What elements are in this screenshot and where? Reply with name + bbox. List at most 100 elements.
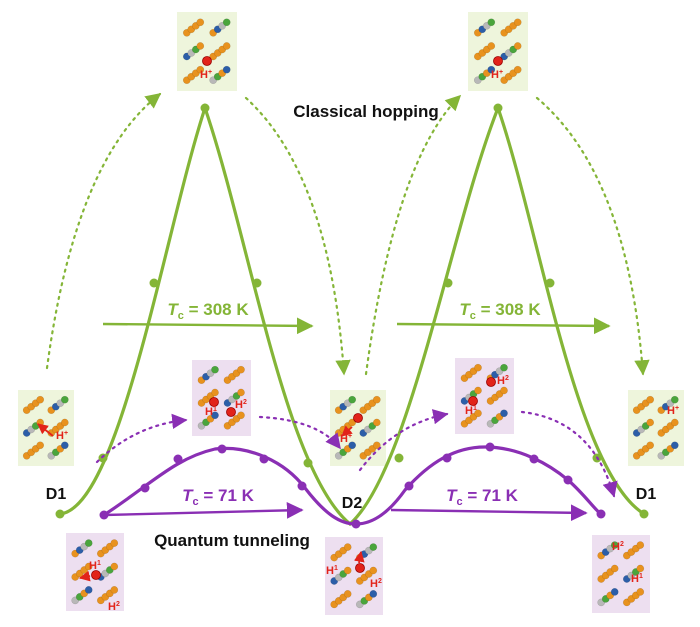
molecule-bead: [474, 409, 482, 418]
molecule-bead: [500, 363, 508, 372]
proton-icon: [493, 56, 503, 66]
molecule-bead: [670, 441, 679, 450]
proton-label: H1: [465, 405, 477, 417]
molecule-bead: [348, 441, 357, 450]
molecule-bead: [110, 539, 119, 547]
proton-icon: [468, 396, 478, 406]
quantum-curve-dots: [99, 442, 606, 529]
molecule-bead: [646, 395, 655, 404]
proton-label: H+: [56, 430, 68, 442]
proton-arrow-icon: [353, 550, 365, 564]
state-label-d2: D2: [342, 495, 363, 512]
proton-label: H2: [612, 541, 624, 553]
molecule-bead: [110, 562, 119, 571]
molecule-bead: [222, 18, 231, 27]
molecule-bead: [369, 543, 378, 551]
molecule-bead: [610, 541, 619, 549]
molecule-bead: [84, 562, 93, 571]
proton-label: H2: [235, 399, 247, 411]
state-label-d1-right: D1: [636, 486, 657, 503]
molecule-bead: [372, 395, 381, 404]
proton-label: H1: [326, 565, 338, 577]
molecule-bead: [372, 418, 381, 427]
proton-label: H+: [200, 69, 212, 81]
classical-direction-arrows: [102, 317, 611, 335]
molecule-bead: [211, 411, 219, 420]
molecule-bead: [237, 365, 245, 374]
molecule-bead: [513, 65, 522, 74]
molecule-bead: [670, 418, 679, 427]
molecule-bead: [474, 386, 482, 395]
molecule-bead: [487, 18, 496, 27]
molecule-bead: [646, 441, 655, 450]
quantum-dotted-arrows: [95, 409, 618, 498]
tc-quantum-label-right: Tc = 71 K: [446, 486, 519, 508]
molecule-bead: [636, 588, 645, 596]
state-label-d1-left: D1: [46, 486, 67, 503]
proton-label: H+: [491, 69, 503, 81]
tc-quantum-label-left: Tc = 71 K: [182, 486, 255, 508]
proton-label: H1: [205, 406, 217, 418]
proton-icon: [226, 407, 236, 417]
quantum-tunneling-label: Quantum tunneling: [154, 531, 310, 550]
molecule-bead: [60, 395, 69, 404]
proton-label: H2: [108, 601, 120, 613]
molecule-bead: [237, 411, 245, 420]
molecule-bead: [60, 418, 69, 427]
molecule-bead: [474, 363, 482, 372]
molecule-bead: [196, 18, 205, 27]
molecule-bead: [610, 564, 619, 573]
tc-classical-label-right: Tc = 308 K: [459, 300, 541, 322]
molecule-bead: [196, 65, 205, 74]
molecule-bead: [500, 386, 508, 395]
molecule-bead: [513, 42, 522, 50]
molecule-bead: [237, 388, 245, 397]
molecule-bead: [369, 590, 378, 598]
molecule-bead: [36, 441, 45, 450]
classical-curve-dots: [55, 103, 649, 519]
molecule-bead: [196, 42, 205, 50]
molecule-bead: [646, 418, 655, 427]
proton-label: H2: [497, 375, 509, 387]
proton-label: H1: [631, 573, 643, 585]
proton-icon: [355, 563, 365, 573]
molecule-bead: [343, 566, 352, 575]
molecule-bead: [636, 541, 645, 549]
molecule-bead: [84, 539, 93, 547]
molecule-bead: [222, 42, 231, 50]
quantum-direction-arrows: [103, 501, 588, 522]
tc-classical-label-left: Tc = 308 K: [167, 300, 249, 322]
molecule-bead: [36, 395, 45, 404]
proton-arrow-icon: [37, 423, 54, 437]
proton-arrow-icon: [78, 570, 91, 582]
proton-label: H+: [667, 405, 679, 417]
molecule-bead: [348, 395, 357, 404]
molecule-bead: [369, 566, 378, 575]
molecule-bead: [500, 409, 508, 418]
molecule-bead: [110, 586, 119, 594]
molecule-bead: [211, 365, 219, 374]
proton-arrow-icon: [341, 425, 353, 437]
proton-icon: [202, 56, 212, 66]
molecule-bead: [60, 441, 69, 450]
molecule-bead: [487, 42, 496, 50]
classical-hopping-label: Classical hopping: [293, 102, 438, 121]
classical-dotted-arrows: [45, 92, 650, 376]
quantum-energy-curve: [103, 445, 602, 526]
proton-icon: [91, 570, 101, 580]
proton-label: H1: [89, 560, 101, 572]
proton-label: H2: [370, 578, 382, 590]
molecule-bead: [636, 564, 645, 573]
proton-label: H+: [340, 433, 352, 445]
molecule-bead: [513, 18, 522, 27]
proton-icon: [486, 377, 496, 387]
proton-icon: [209, 397, 219, 407]
molecule-bead: [372, 441, 381, 450]
molecule-bead: [343, 590, 352, 598]
molecule-bead: [610, 588, 619, 596]
molecule-bead: [487, 65, 496, 74]
proton-icon: [353, 413, 363, 423]
molecule-bead: [343, 543, 352, 551]
molecule-bead: [670, 395, 679, 404]
